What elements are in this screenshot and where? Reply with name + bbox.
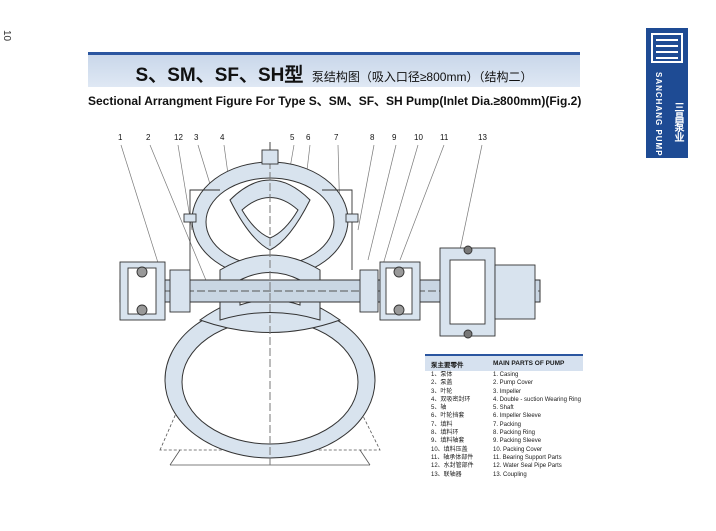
parts-table: 泵主要零件 MAIN PARTS OF PUMP 1、泵体 1. Casing 2… bbox=[425, 354, 583, 479]
part-en: 12. Water Seal Pipe Parts bbox=[493, 463, 562, 470]
page-number: 10 bbox=[1, 30, 12, 42]
parts-row: 2、泵盖 2. Pump Cover bbox=[425, 379, 583, 387]
parts-row: 4、双吸密封环 4. Double - suction Wearing Ring bbox=[425, 396, 583, 404]
callout-9: 9 bbox=[392, 133, 397, 142]
part-cn: 4、双吸密封环 bbox=[431, 396, 471, 403]
subtitle: Sectional Arrangment Figure For Type S、S… bbox=[88, 94, 582, 108]
title-chinese: 泵结构图（吸入口径≥800mm）（结构二） bbox=[311, 70, 533, 84]
parts-table-header: 泵主要零件 MAIN PARTS OF PUMP bbox=[425, 354, 583, 371]
part-en: 13. Coupling bbox=[493, 471, 527, 478]
parts-row: 5、轴 5. Shaft bbox=[425, 404, 583, 412]
parts-row: 7、填料 7. Packing bbox=[425, 421, 583, 429]
callout-6: 6 bbox=[306, 133, 311, 142]
part-en: 2. Pump Cover bbox=[493, 380, 534, 387]
parts-header-cn: 泵主要零件 bbox=[431, 361, 464, 369]
part-cn: 7、填料 bbox=[431, 421, 453, 428]
pump-casing bbox=[164, 161, 376, 459]
part-en: 6. Impeller Sleeve bbox=[493, 413, 542, 420]
callout-4: 4 bbox=[220, 133, 225, 142]
part-en: 9. Packing Sleeve bbox=[493, 438, 542, 445]
part-en: 8. Packing Ring bbox=[493, 430, 536, 437]
vent-valve bbox=[261, 142, 279, 165]
water-seal-pipe bbox=[183, 189, 359, 270]
title-band: S、SM、SF、SH型 泵结构图（吸入口径≥800mm）（结构二） bbox=[88, 52, 580, 87]
parts-row: 12、水封管部件 12. Water Seal Pipe Parts bbox=[425, 462, 583, 470]
parts-header-en: MAIN PARTS OF PUMP bbox=[493, 360, 565, 367]
part-en: 5. Shaft bbox=[493, 405, 514, 412]
pump-sectional-drawing bbox=[119, 142, 541, 466]
parts-row: 10、填料压盖 10. Packing Cover bbox=[425, 446, 583, 454]
part-cn: 6、叶轮挡套 bbox=[431, 413, 465, 420]
pump-shaft bbox=[119, 150, 541, 465]
parts-row: 13、联轴器 13. Coupling bbox=[425, 471, 583, 479]
callout-1: 1 bbox=[118, 133, 123, 142]
part-en: 10. Packing Cover bbox=[493, 446, 543, 453]
part-cn: 1、泵体 bbox=[431, 372, 453, 378]
part-cn: 8、填料环 bbox=[431, 430, 459, 437]
part-en: 7. Packing bbox=[493, 421, 522, 428]
callout-12: 12 bbox=[174, 133, 183, 142]
part-cn: 11、轴承体部件 bbox=[431, 454, 474, 461]
part-cn: 10、填料压盖 bbox=[431, 446, 468, 453]
left-bearing bbox=[119, 261, 191, 321]
part-cn: 5、轴 bbox=[431, 405, 447, 412]
logo-chinese: 三昌泵业 bbox=[672, 102, 683, 142]
coupling bbox=[439, 245, 536, 339]
part-cn: 3、叶轮 bbox=[431, 388, 453, 395]
parts-row: 3、叶轮 3. Impeller bbox=[425, 388, 583, 396]
callout-7: 7 bbox=[334, 133, 339, 142]
part-cn: 13、联轴器 bbox=[431, 471, 462, 478]
logo-english: SANCHANG PUMP bbox=[654, 72, 663, 157]
callout-2: 2 bbox=[146, 133, 151, 142]
part-cn: 9、填料轴套 bbox=[431, 438, 465, 445]
part-en: 1. Casing bbox=[493, 372, 519, 378]
right-bearing bbox=[359, 261, 421, 321]
page-title: S、SM、SF、SH型 泵结构图（吸入口径≥800mm）（结构二） bbox=[88, 60, 580, 87]
callout-3: 3 bbox=[194, 133, 199, 142]
parts-row: 9、填料轴套 9. Packing Sleeve bbox=[425, 437, 583, 445]
part-cn: 2、泵盖 bbox=[431, 380, 453, 387]
part-en: 4. Double - suction Wearing Ring bbox=[493, 396, 581, 403]
brand-logo: SANCHANG PUMP 三昌泵业 bbox=[646, 28, 688, 158]
parts-row: 6、叶轮挡套 6. Impeller Sleeve bbox=[425, 412, 583, 420]
callout-5: 5 bbox=[290, 133, 295, 142]
logo-icon bbox=[651, 33, 683, 63]
title-main: S、SM、SF、SH型 bbox=[135, 65, 304, 86]
part-en: 11. Bearing Support Parts bbox=[493, 454, 562, 461]
part-cn: 12、水封管部件 bbox=[431, 463, 474, 470]
parts-row: 8、填料环 8. Packing Ring bbox=[425, 429, 583, 437]
parts-row: 11、轴承体部件 11. Bearing Support Parts bbox=[425, 454, 583, 462]
callout-8: 8 bbox=[370, 133, 375, 142]
parts-row: 1、泵体 1. Casing bbox=[425, 371, 583, 379]
callout-10: 10 bbox=[414, 133, 423, 142]
callout-13: 13 bbox=[478, 133, 487, 142]
callout-11: 11 bbox=[440, 133, 449, 142]
part-en: 3. Impeller bbox=[493, 388, 522, 395]
